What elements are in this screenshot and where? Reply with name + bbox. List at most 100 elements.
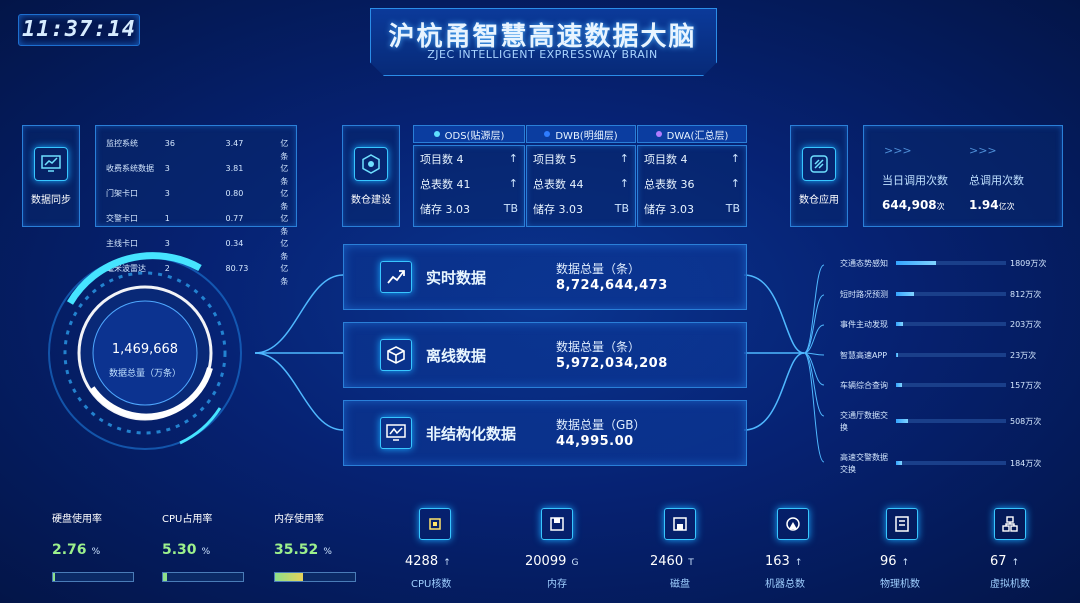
offline-data-value: 5,972,034,208	[556, 356, 668, 371]
metric-value: 35.52	[274, 542, 319, 558]
metric-bar	[162, 572, 244, 582]
today-calls-label: 当日调用次数	[882, 174, 948, 187]
service-bar	[896, 322, 1006, 326]
unstructured-data-label: 数据总量（GB）	[556, 418, 646, 432]
right-connector-lines	[744, 264, 824, 463]
ring-total-value: 1,469,668	[111, 342, 179, 357]
service-count: 157万次	[1010, 381, 1042, 390]
monitor-chart-icon	[34, 146, 68, 181]
service-bar	[896, 353, 1006, 357]
service-name: 高速交警数据交换	[840, 453, 888, 474]
service-bar	[896, 383, 1006, 387]
ring-total-label: 数据总量（万条）	[108, 369, 181, 379]
offline-data-block[interactable]: 离线数据 数据总量（条） 5,972,034,208	[343, 322, 747, 388]
monitor-chart-icon	[380, 417, 412, 449]
layer-header-dwa: DWA(汇总层)	[637, 125, 747, 143]
metric-label: CPU占用率	[162, 514, 213, 525]
service-name: 车辆综合查询	[840, 381, 888, 390]
memory-icon	[541, 508, 573, 540]
metric-bar	[274, 572, 356, 582]
layer-header-dwb: DWB(明细层)	[526, 125, 636, 143]
realtime-data-label: 数据总量（条）	[556, 262, 641, 276]
server-icon	[777, 508, 809, 540]
page-title: 沪杭甬智慧高速数据大脑	[388, 22, 697, 52]
service-count: 812万次	[1010, 290, 1042, 299]
physical-machines-resource: 96 ↑ 物理机数	[880, 508, 950, 590]
service-bar	[896, 461, 1006, 465]
left-connector-lines	[255, 274, 344, 431]
metric-bar	[52, 572, 134, 582]
realtime-data-value: 8,724,644,473	[556, 278, 668, 293]
virtual-machine-icon	[994, 508, 1026, 540]
service-bar	[896, 419, 1006, 423]
unstructured-data-title: 非结构化数据	[426, 425, 517, 443]
service-bar	[896, 292, 1006, 296]
physical-machine-icon	[886, 508, 918, 540]
total-calls-value: 1.94亿次	[969, 198, 1015, 212]
trend-chart-icon	[380, 261, 412, 293]
up-arrow-icon: ↑	[508, 152, 518, 165]
service-name: 事件主动发现	[840, 320, 888, 329]
service-bar	[896, 261, 1006, 265]
up-arrow-icon: ↑	[619, 152, 629, 165]
ods-dot-icon	[433, 131, 440, 137]
memory-resource: 20099 G 内存	[525, 508, 595, 590]
unstructured-data-block[interactable]: 非结构化数据 数据总量（GB） 44,995.00	[343, 400, 747, 466]
service-name: 短时路况预测	[840, 290, 888, 299]
metric-value: 5.30	[162, 542, 197, 558]
app-grid-icon	[802, 146, 836, 181]
cube-icon	[380, 339, 412, 371]
database-icon	[354, 146, 388, 181]
memory-usage-metric: 内存使用率 35.52 %	[274, 510, 364, 582]
disk-usage-metric: 硬盘使用率 2.76 %	[52, 510, 142, 582]
up-arrow-icon: ↑	[508, 177, 518, 190]
service-name: 交通厅数据交换	[840, 411, 888, 432]
data-sync-tile[interactable]: 数据同步	[22, 125, 80, 227]
clock: 11:37:14	[18, 14, 140, 46]
dwa-dot-icon	[655, 131, 662, 137]
up-arrow-icon: ↑	[619, 177, 629, 190]
warehouse-app-tile[interactable]: 数仓应用	[790, 125, 848, 227]
machines-resource: 163 ↑ 机器总数	[765, 508, 835, 590]
cpu-usage-metric: CPU占用率 5.30 %	[162, 510, 252, 582]
up-arrow-icon: ↑	[730, 177, 740, 190]
page-subtitle: ZJEC INTELLIGENT EXPRESSWAY BRAIN	[427, 48, 658, 61]
warehouse-build-tile[interactable]: 数仓建设	[342, 125, 400, 227]
service-count: 508万次	[1010, 417, 1042, 426]
chevron-right-icon: >>>	[969, 144, 997, 157]
offline-data-label: 数据总量（条）	[556, 340, 641, 354]
title-frame	[370, 8, 717, 76]
call-stats-panel: >>> >>> 当日调用次数 总调用次数 644,908次 1.94亿次	[863, 125, 1063, 227]
metric-value: 2.76	[52, 542, 87, 558]
service-name: 智慧高速APP	[840, 351, 888, 360]
service-count: 184万次	[1010, 459, 1042, 468]
metric-label: 硬盘使用率	[52, 514, 102, 525]
disk-icon	[664, 508, 696, 540]
metric-label: 内存使用率	[274, 514, 324, 525]
total-calls-label: 总调用次数	[969, 174, 1024, 187]
service-name: 交通态势感知	[840, 259, 888, 268]
disk-resource: 2460 T 磁盘	[650, 508, 720, 590]
realtime-data-block[interactable]: 实时数据 数据总量（条） 8,724,644,473	[343, 244, 747, 310]
layer-header-ods: ODS(贴源层)	[413, 125, 525, 143]
dwb-dot-icon	[544, 131, 551, 137]
up-arrow-icon: ↑	[730, 152, 740, 165]
cpu-cores-resource: 4288 ↑ CPU核数	[405, 508, 475, 590]
service-count: 203万次	[1010, 320, 1042, 329]
warehouse-build-label: 数仓建设	[351, 194, 391, 206]
service-count: 1809万次	[1010, 259, 1047, 268]
data-ring-gauge	[48, 252, 242, 450]
chevron-right-icon: >>>	[884, 144, 912, 157]
today-calls-value: 644,908次	[882, 198, 945, 212]
warehouse-app-label: 数仓应用	[799, 194, 839, 206]
